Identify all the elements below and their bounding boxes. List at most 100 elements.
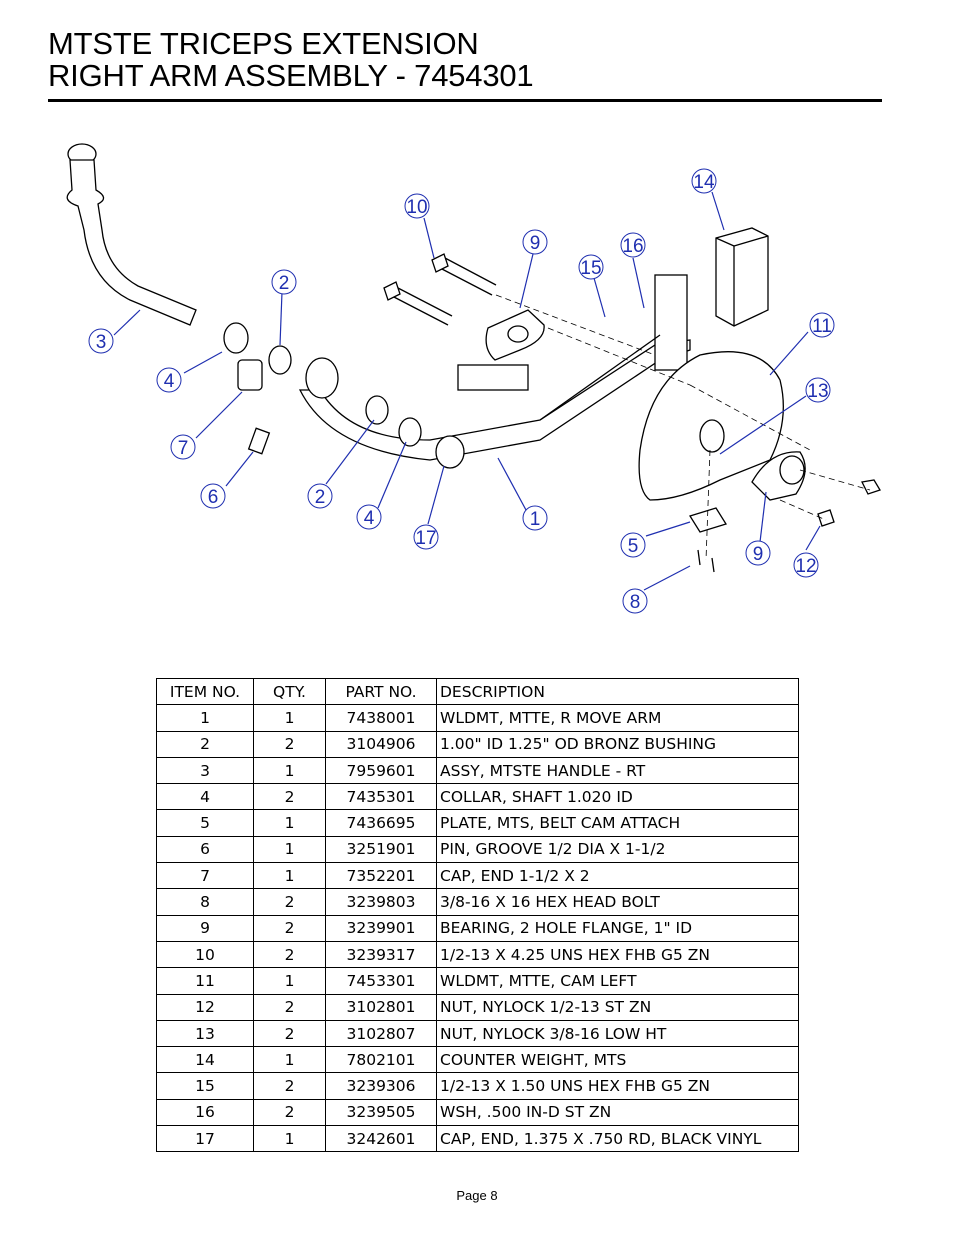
- part-no-cell: 3102807: [325, 1019, 437, 1048]
- part-no-cell: 7438001: [325, 704, 437, 732]
- item-no-cell: 5: [156, 809, 254, 837]
- description-cell: 1.00" ID 1.25" OD BRONZ BUSHING: [436, 730, 799, 758]
- svg-text:5: 5: [628, 536, 639, 557]
- description-cell: PIN, GROOVE 1/2 DIA X 1-1/2: [436, 835, 799, 864]
- part-no-cell: 3239505: [325, 1098, 437, 1127]
- part-no-cell: PART NO.: [325, 677, 437, 706]
- item-no-cell: 8: [156, 888, 254, 916]
- callout-3: 3: [88, 328, 114, 354]
- part-no-cell: 7436695: [325, 809, 437, 837]
- callout-9-bottom: 9: [745, 540, 771, 566]
- qty-cell: 1: [253, 1046, 326, 1074]
- item-no-cell: 15: [156, 1072, 254, 1100]
- callout-9-top: 9: [522, 229, 548, 255]
- part-no-cell: 3242601: [325, 1125, 437, 1153]
- svg-text:3: 3: [96, 332, 107, 353]
- callout-leaders: [113, 191, 821, 591]
- callout-4-bottom: 4: [356, 504, 382, 530]
- part-no-cell: 7453301: [325, 967, 437, 995]
- svg-text:11: 11: [812, 316, 832, 337]
- svg-text:10: 10: [406, 197, 427, 218]
- item-no-cell: 4: [156, 783, 254, 811]
- part-no-cell: 3102801: [325, 993, 437, 1021]
- part-no-cell: 7802101: [325, 1046, 437, 1074]
- counter-weight-part: [715, 227, 769, 327]
- item-no-cell: 14: [156, 1046, 254, 1074]
- part-no-cell: 7959601: [325, 756, 437, 785]
- callout-2-top: 2: [271, 269, 297, 295]
- move-arm-part: [298, 274, 691, 461]
- svg-text:6: 6: [208, 487, 219, 508]
- qty-cell: 1: [253, 1125, 326, 1153]
- description-cell: CAP, END, 1.375 X .750 RD, BLACK VINYL: [436, 1125, 799, 1153]
- cam-part: [638, 351, 784, 501]
- qty-cell: 1: [253, 862, 326, 890]
- qty-cell: 1: [253, 704, 326, 732]
- callout-8: 8: [622, 588, 648, 614]
- callout-4-left: 4: [156, 367, 182, 393]
- qty-cell: 2: [253, 940, 326, 969]
- svg-text:17: 17: [415, 528, 436, 549]
- svg-text:2: 2: [279, 273, 290, 294]
- part-no-cell: 7435301: [325, 783, 437, 811]
- bolts: [383, 253, 497, 326]
- description-cell: WSH, .500 IN-D ST ZN: [436, 1098, 799, 1127]
- qty-cell: 2: [253, 730, 326, 758]
- item-no-cell: 11: [156, 967, 254, 995]
- description-cell: WLDMT, MTTE, R MOVE ARM: [436, 704, 799, 732]
- qty-cell: 2: [253, 1072, 326, 1100]
- svg-text:7: 7: [178, 438, 189, 459]
- hex-bolt: [711, 557, 715, 573]
- svg-text:14: 14: [693, 172, 715, 193]
- qty-cell: 1: [253, 967, 326, 995]
- callout-15: 15: [578, 254, 604, 280]
- callout-11: 11: [809, 312, 835, 338]
- exploded-assembly-diagram: 14 10 9 16 15 2 11 3 13 4 7 6 2 1 4 17 5…: [66, 143, 881, 614]
- part-no-cell: 3104906: [325, 730, 437, 758]
- hex-bolt: [697, 549, 701, 566]
- description-cell: WLDMT, MTTE, CAM LEFT: [436, 967, 799, 995]
- qty-cell: 1: [253, 756, 326, 785]
- nut-lower: [817, 509, 835, 527]
- item-no-cell: 1: [156, 704, 254, 732]
- svg-text:9: 9: [753, 544, 764, 565]
- svg-text:1: 1: [530, 509, 541, 530]
- description-cell: COUNTER WEIGHT, MTS: [436, 1046, 799, 1074]
- item-no-cell: 2: [156, 730, 254, 758]
- item-no-cell: 7: [156, 862, 254, 890]
- belt-cam-plate: [689, 507, 727, 533]
- item-no-cell: 3: [156, 756, 254, 785]
- description-cell: DESCRIPTION: [436, 677, 799, 706]
- callout-13: 13: [805, 377, 831, 403]
- description-cell: PLATE, MTS, BELT CAM ATTACH: [436, 809, 799, 837]
- callout-7: 7: [170, 434, 196, 460]
- part-no-cell: 3239803: [325, 888, 437, 916]
- description-cell: 1/2-13 X 4.25 UNS HEX FHB G5 ZN: [436, 940, 799, 969]
- svg-text:15: 15: [580, 258, 601, 279]
- title-divider: [48, 99, 882, 102]
- qty-cell: 2: [253, 914, 326, 942]
- callout-10: 10: [404, 193, 430, 219]
- callout-12: 12: [793, 552, 819, 578]
- callout-6: 6: [200, 483, 226, 509]
- qty-cell: 2: [253, 888, 326, 916]
- callout-5: 5: [620, 532, 646, 558]
- svg-text:13: 13: [807, 381, 828, 402]
- title-line-1: MTSTE TRICEPS EXTENSION: [48, 26, 479, 61]
- svg-text:2: 2: [315, 487, 326, 508]
- svg-text:12: 12: [795, 556, 816, 577]
- callout-16: 16: [620, 232, 646, 258]
- callout-1: 1: [522, 505, 548, 531]
- description-cell: COLLAR, SHAFT 1.020 ID: [436, 783, 799, 811]
- description-cell: 3/8-16 X 16 HEX HEAD BOLT: [436, 888, 799, 916]
- part-no-cell: 3239317: [325, 940, 437, 969]
